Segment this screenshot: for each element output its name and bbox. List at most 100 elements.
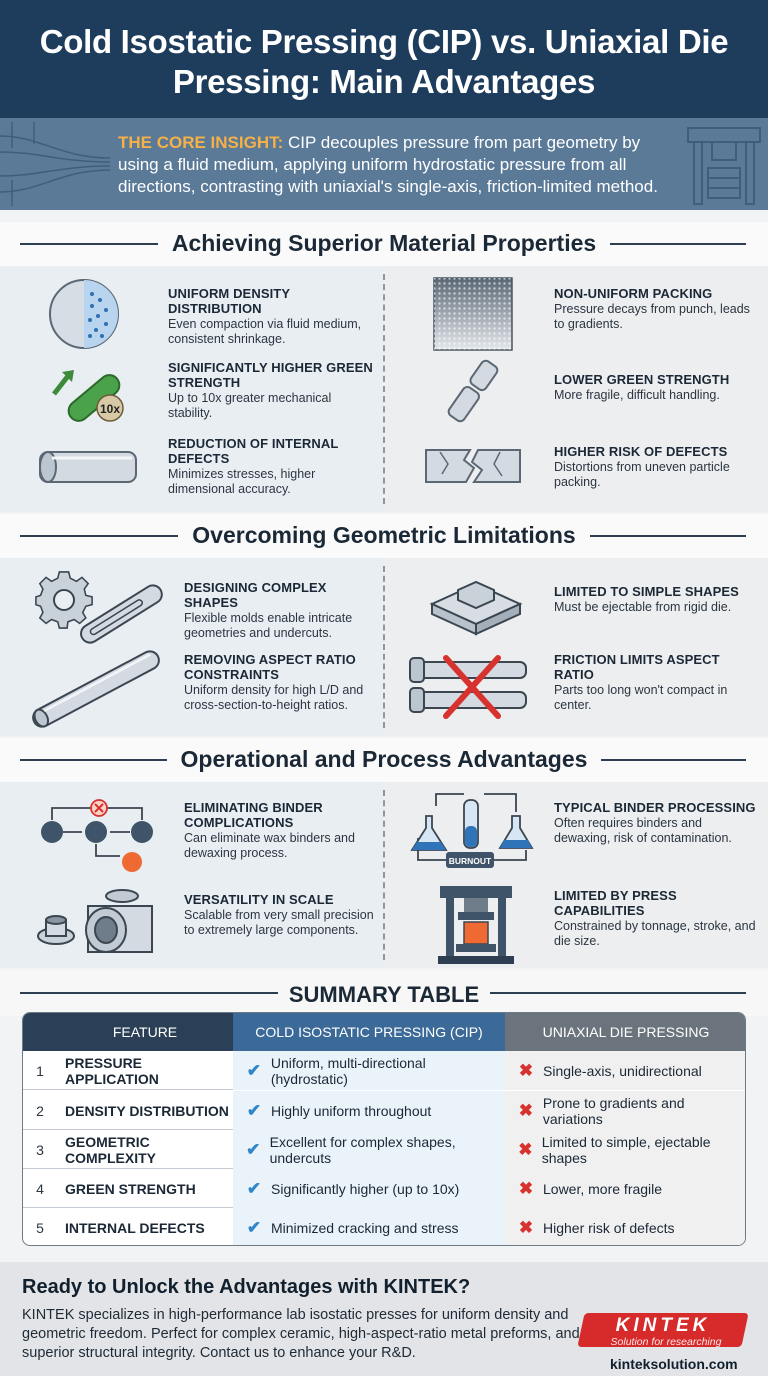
item-title: UNIFORM DENSITY DISTRIBUTION xyxy=(168,286,290,316)
list-item: LIMITED TO SIMPLE SHAPES Must be ejectab… xyxy=(554,584,759,615)
block-icon xyxy=(429,580,523,636)
kintek-logo-text: KINTEK xyxy=(615,1315,711,1336)
section-title-operational: Operational and Process Advantages xyxy=(0,738,768,782)
kintek-tagline: Solution for researching xyxy=(610,1336,722,1348)
list-item: SIGNIFICANTLY HIGHER GREEN STRENGTH Up t… xyxy=(168,360,378,421)
table-row: 4 GREEN STRENGTH ✔Significantly higher (… xyxy=(23,1169,745,1208)
long-rod-icon xyxy=(32,650,160,728)
check-icon: ✔ xyxy=(246,1178,262,1198)
item-title: ELIMINATING BINDER COMPLICATIONS xyxy=(184,800,323,830)
row-cip: ✔ Minimized cracking and stress xyxy=(233,1208,505,1245)
row-index: 3 xyxy=(36,1141,44,1158)
rod-icon xyxy=(39,451,137,483)
row-uni-text: Lower, more fragile xyxy=(543,1180,663,1197)
broken-rod-icon xyxy=(447,359,499,423)
row-cip-text: Minimized cracking and stress xyxy=(271,1219,459,1236)
item-desc: Minimizes stresses, higher dimensional a… xyxy=(168,467,316,496)
press-outline-icon xyxy=(687,127,761,205)
list-item: ELIMINATING BINDER COMPLICATIONS Can eli… xyxy=(184,800,380,861)
row-uniaxial: ✖ Higher risk of defects xyxy=(505,1208,745,1245)
cross-icon: ✖ xyxy=(518,1100,534,1120)
press-icon xyxy=(438,886,514,964)
row-uniaxial: ✖ Limited to simple, ejectable shapes xyxy=(505,1130,745,1169)
gradient-block-icon xyxy=(433,277,513,351)
cross-icon: ✖ xyxy=(518,1217,534,1237)
row-feature: INTERNAL DEFECTS xyxy=(65,1219,205,1236)
item-title: FRICTION LIMITS ASPECT RATIO xyxy=(554,652,720,682)
item-desc: Distortions from uneven particle packing… xyxy=(554,460,730,489)
row-cip-text: Excellent for complex shapes, undercuts xyxy=(269,1133,456,1166)
sphere-density-icon xyxy=(49,279,119,349)
table-header-feature: FEATURE xyxy=(57,1013,233,1051)
item-desc: Even compaction via fluid medium, consis… xyxy=(168,317,362,346)
row-index: 2 xyxy=(36,1102,44,1119)
core-insight-text: THE CORE INSIGHT: CIP decouples pressure… xyxy=(118,132,678,198)
check-icon: ✔ xyxy=(246,1217,262,1237)
website-link[interactable]: kinteksolution.com xyxy=(610,1356,738,1372)
cross-icon: ✖ xyxy=(518,1139,533,1159)
item-desc: Must be ejectable from rigid die. xyxy=(554,600,732,614)
table-header-cip: COLD ISOSTATIC PRESSING (CIP) xyxy=(233,1013,505,1051)
table-header-index xyxy=(23,1013,57,1051)
item-title: LIMITED TO SIMPLE SHAPES xyxy=(554,584,739,599)
item-desc: Flexible molds enable intricate geometri… xyxy=(184,611,353,640)
footer-heading: Ready to Unlock the Advantages with KINT… xyxy=(22,1276,471,1298)
section-operational: ELIMINATING BINDER COMPLICATIONS Can eli… xyxy=(0,782,768,968)
list-item: REMOVING ASPECT RATIO CONSTRAINTS Unifor… xyxy=(184,652,380,713)
lab-flasks-icon: BURNOUT xyxy=(410,793,534,868)
row-uniaxial: ✖ Lower, more fragile xyxy=(505,1169,745,1208)
item-desc: More fragile, difficult handling. xyxy=(554,388,720,402)
check-icon: ✔ xyxy=(246,1060,262,1080)
table-row: 3 GEOMETRIC COMPLEXITY ✔Excellent for co… xyxy=(23,1130,745,1169)
row-index: 1 xyxy=(36,1062,44,1079)
list-item: LOWER GREEN STRENGTH More fragile, diffi… xyxy=(554,372,759,403)
row-cip: ✔Significantly higher (up to 10x) xyxy=(233,1169,505,1208)
table-row: 5 INTERNAL DEFECTS ✔Minimized cracking a… xyxy=(23,1208,745,1245)
section-title-geometry: Overcoming Geometric Limitations xyxy=(0,514,768,558)
header-banner: Cold Isostatic Pressing (CIP) vs. Uniaxi… xyxy=(0,0,768,118)
row-cip: ✔ Excellent for complex shapes, undercuts xyxy=(233,1130,505,1169)
footer-cta: Ready to Unlock the Advantages with KINT… xyxy=(0,1262,768,1376)
item-title: LIMITED BY PRESS CAPABILITIES xyxy=(554,888,677,918)
row-uni-text: Prone to gradients and variations xyxy=(542,1094,685,1127)
burnout-label: BURNOUT xyxy=(449,856,492,866)
list-item: TYPICAL BINDER PROCESSING Often requires… xyxy=(554,800,759,846)
page-title: Cold Isostatic Pressing (CIP) vs. Uniaxi… xyxy=(39,23,729,100)
gear-icon xyxy=(35,571,163,644)
row-uni-text: Single-axis, unidirectional xyxy=(543,1062,702,1079)
section-heading: Achieving Superior Material Properties xyxy=(157,230,611,256)
item-desc: Up to 10x greater mechanical stability. xyxy=(168,391,332,420)
core-insight-panel: THE CORE INSIGHT: CIP decouples pressure… xyxy=(0,118,768,210)
process-flow-icon xyxy=(41,799,153,872)
list-item: DESIGNING COMPLEX SHAPES Flexible molds … xyxy=(184,580,380,641)
row-cip-text: Uniform, multi-directional (hydrostatic) xyxy=(270,1054,426,1087)
core-insight-lead: THE CORE INSIGHT: xyxy=(118,133,284,152)
summary-title: SUMMARY TABLE xyxy=(288,982,480,1007)
cracked-rod-icon xyxy=(425,449,521,483)
row-index: 4 xyxy=(36,1180,44,1197)
cross-icon: ✖ xyxy=(518,1060,534,1080)
list-item: VERSATILITY IN SCALE Scalable from very … xyxy=(184,892,380,938)
item-desc: Parts too long won't compact in center. xyxy=(554,683,728,712)
item-title: DESIGNING COMPLEX SHAPES xyxy=(184,580,327,610)
item-title: NON-UNIFORM PACKING xyxy=(554,286,713,301)
badge-10x: 10x xyxy=(100,402,120,416)
row-uni-text: Limited to simple, ejectable shapes xyxy=(541,1133,711,1166)
item-desc: Scalable from very small precision to ex… xyxy=(184,908,374,937)
summary-title-bar: SUMMARY TABLE xyxy=(0,970,768,1016)
item-title: SIGNIFICANTLY HIGHER GREEN STRENGTH xyxy=(168,360,373,390)
cross-icon: ✖ xyxy=(518,1178,534,1198)
flow-lines-icon xyxy=(0,122,111,206)
item-desc: Uniform density for high L/D and cross-s… xyxy=(184,683,364,712)
row-cip-text: Highly uniform throughout xyxy=(271,1102,432,1119)
item-title: VERSATILITY IN SCALE xyxy=(184,892,334,907)
check-icon: ✔ xyxy=(246,1139,261,1159)
check-icon: ✔ xyxy=(246,1100,262,1120)
item-desc: Can eliminate wax binders and dewaxing p… xyxy=(184,831,355,860)
list-item: REDUCTION OF INTERNAL DEFECTS Minimizes … xyxy=(168,436,378,497)
row-uni-text: Higher risk of defects xyxy=(543,1219,675,1236)
item-title: REMOVING ASPECT RATIO CONSTRAINTS xyxy=(184,652,356,682)
row-uniaxial: ✖ Single-axis, unidirectional xyxy=(505,1051,745,1090)
row-cip: ✔ Highly uniform throughout xyxy=(233,1091,505,1130)
item-title: TYPICAL BINDER PROCESSING xyxy=(554,800,756,815)
